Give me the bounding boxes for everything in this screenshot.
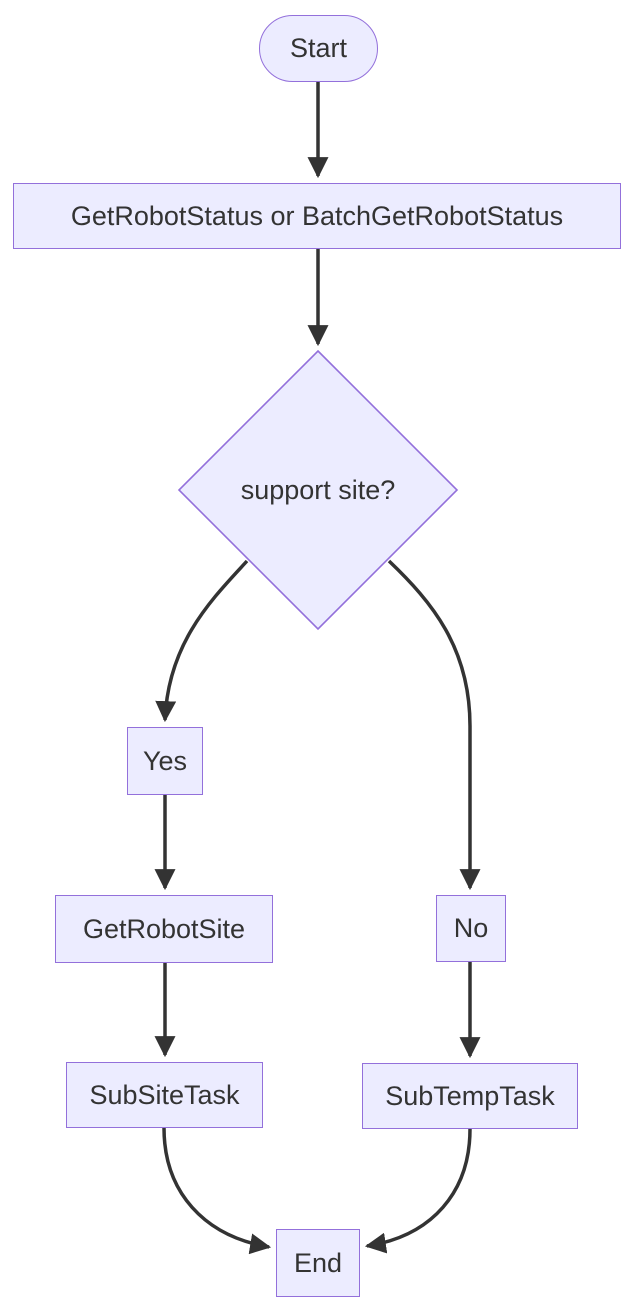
decision-diamond-shape — [177, 349, 459, 631]
node-yes: Yes — [127, 727, 203, 795]
edge-subtemptask-to-end — [364, 1128, 472, 1254]
node-sub-site-task: SubSiteTask — [66, 1062, 263, 1128]
node-sub-temp-task: SubTempTask — [362, 1063, 578, 1129]
node-get-robot-status: GetRobotStatus or BatchGetRobotStatus — [13, 183, 621, 249]
node-no: No — [436, 895, 506, 962]
node-start: Start — [259, 15, 378, 82]
node-end: End — [276, 1229, 360, 1297]
node-get-robot-site: GetRobotSite — [55, 895, 273, 963]
edge-decision-to-no — [387, 559, 481, 891]
node-decision-label: support site? — [240, 474, 396, 505]
edge-subsitetask-to-end — [162, 1127, 272, 1255]
edge-decision-to-yes — [155, 559, 249, 723]
